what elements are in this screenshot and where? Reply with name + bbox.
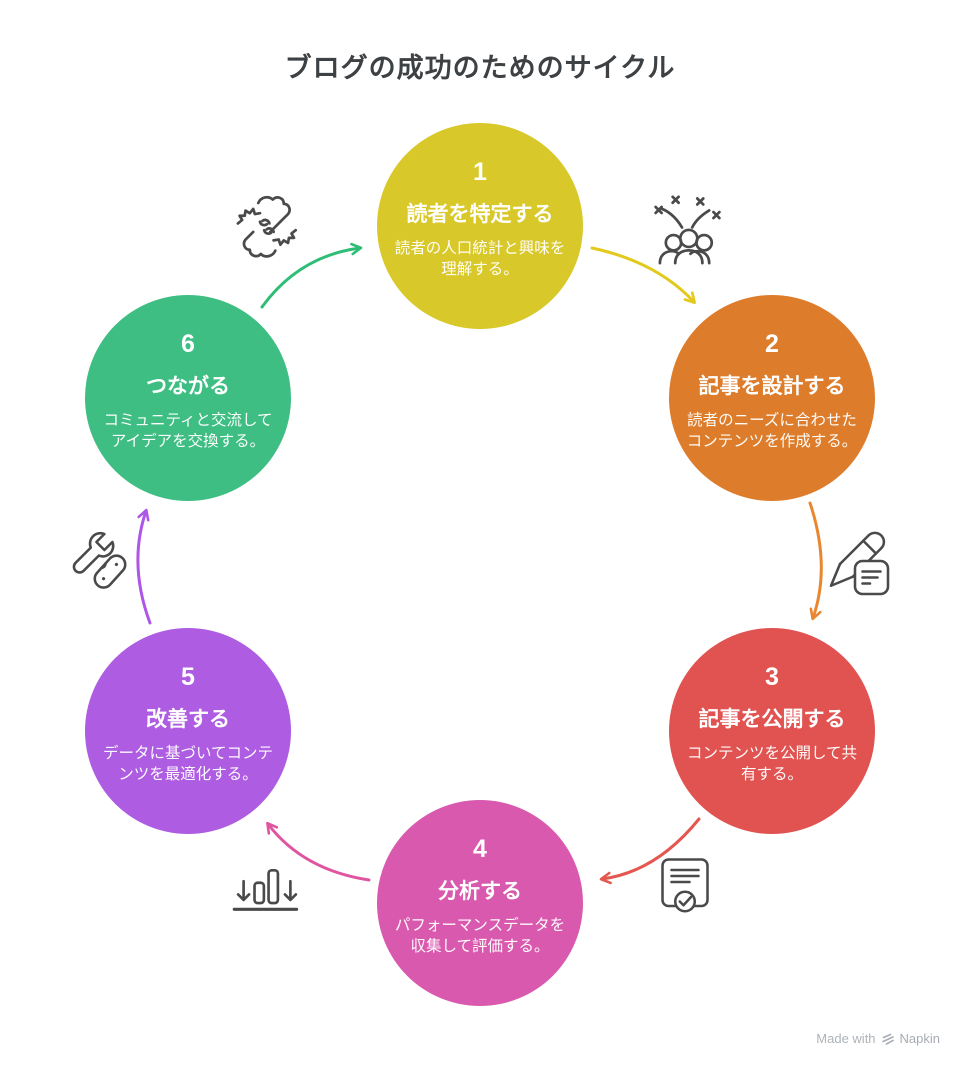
step-title: 改善する [146,708,230,731]
step-description: 読者の人口統計と興味を理解する。 [394,240,566,278]
step-circle-3: 3 記事を公開する コンテンツを公開して共有する。 [669,628,875,834]
step-number: 1 [473,158,487,186]
step-number: 4 [473,835,487,863]
made-with-text: Made with [816,1031,876,1046]
napkin-brand-text: Napkin [899,1031,940,1046]
document-check-icon [661,858,709,913]
audience-sparkle-icon [654,195,721,265]
bar-chart-arrows-icon [232,868,299,911]
clasped-hands-icon [236,195,298,258]
arrow-4-to-5 [266,821,371,882]
step-description: 読者のニーズに合わせたコンテンツを作成する。 [686,412,858,450]
pencil-note-icon [829,531,890,596]
step-title: 分析する [438,880,522,903]
step-description: コンテンツを公開して共有する。 [686,745,858,783]
step-circle-2: 2 記事を設計する 読者のニーズに合わせたコンテンツを作成する。 [669,295,875,501]
step-description: パフォーマンスデータを収集して評価する。 [394,917,566,955]
step-number: 2 [765,330,779,358]
diagram-title: ブログの成功のためのサイクル [284,53,676,83]
step-description: コミュニティと交流してアイデアを交換する。 [103,412,273,450]
step-description: データに基づいてコンテンツを最適化する。 [102,745,274,783]
step-number: 5 [181,663,195,691]
arrow-1-to-2 [590,246,696,305]
step-number: 6 [181,330,195,358]
step-circle-4: 4 分析する パフォーマンスデータを収集して評価する。 [377,800,583,1006]
step-title: 記事を公開する [698,708,846,731]
step-title: 記事を設計する [698,375,846,398]
arrow-2-to-3 [808,501,823,621]
arrow-5-to-6 [136,508,152,625]
arrow-6-to-1 [260,242,363,309]
made-with-napkin: Made with Napkin [816,1031,940,1046]
step-circle-5: 5 改善する データに基づいてコンテンツを最適化する。 [85,628,291,834]
napkin-logo-icon [881,1033,894,1045]
tools-icon [72,531,127,589]
step-circle-6: 6 つながる コミュニティと交流してアイデアを交換する。 [85,295,291,501]
step-title: つながる [146,375,230,398]
step-number: 3 [765,663,779,691]
arrow-3-to-4 [599,817,701,885]
step-title: 読者を特定する [406,203,554,226]
step-circle-1: 1 読者を特定する 読者の人口統計と興味を理解する。 [377,123,583,329]
